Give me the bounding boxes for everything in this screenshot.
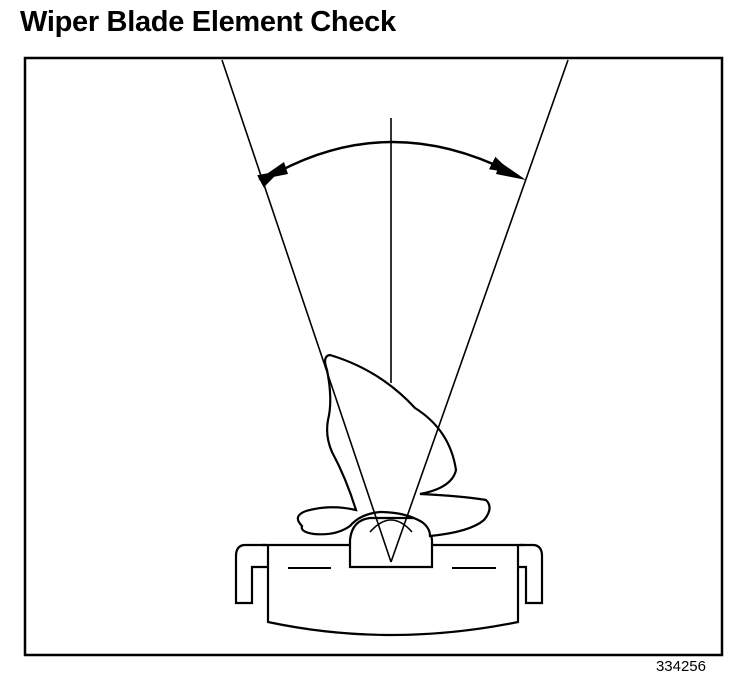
left-angle-line [221,59,392,563]
blade-holder-body [266,545,520,637]
right-arrowhead [496,162,526,180]
figure-number: 334256 [655,658,706,675]
angle-arc-arrow [257,140,512,188]
rubber-element [296,353,491,538]
left-arrowhead [258,162,288,180]
diagram-title: Wiper Blade Element Check [20,6,396,38]
base-angle-arc [369,519,413,533]
right-angle-line [390,59,569,563]
right-retaining-clip [518,543,544,605]
left-retaining-clip [234,543,268,605]
figure-frame [23,56,724,657]
